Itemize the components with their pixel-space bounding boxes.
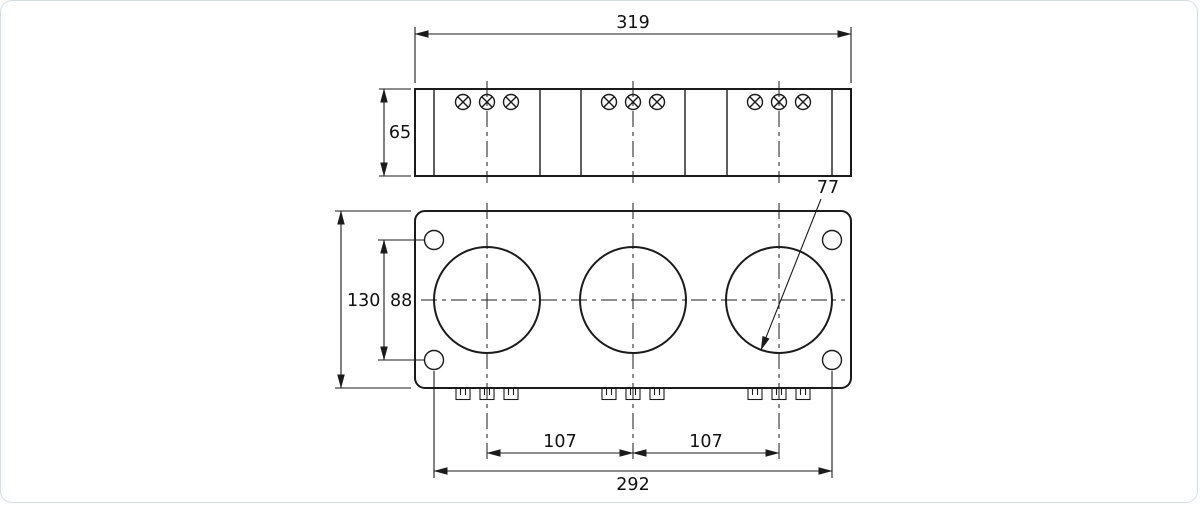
terminal-clip: [795, 387, 811, 401]
dim-hole-pitch-right-label: 107: [689, 432, 722, 452]
terminal-screw: [794, 93, 812, 111]
terminal-screw: [454, 93, 472, 111]
terminal-screw: [746, 93, 764, 111]
dimension-hole-diameter: 77: [760, 178, 839, 351]
terminal-clip: [625, 387, 641, 401]
side-view: [414, 81, 852, 183]
dim-plate-height-label: 130: [347, 291, 380, 311]
dimension-overall-width: 319: [414, 13, 852, 83]
dimension-mount-hole-row-spacing: 88: [378, 239, 425, 361]
dim-hole-pitch-left-label: 107: [543, 432, 576, 452]
dimension-side-height: 65: [379, 88, 411, 177]
front-view: [414, 203, 852, 459]
dim-mount-hole-span-label: 292: [616, 475, 649, 495]
mount-hole-bottom-left: [423, 349, 445, 371]
mount-hole-top-left: [423, 229, 445, 251]
dimension-hole-pitch: 107 107: [486, 432, 780, 457]
dim-mount-hole-row-spacing-label: 88: [390, 291, 412, 311]
mount-hole-top-right: [821, 229, 843, 251]
terminal-clip: [455, 387, 471, 401]
terminal-clip: [503, 387, 519, 401]
terminal-clip: [747, 387, 763, 401]
dimension-mount-hole-span: 292: [433, 371, 833, 495]
dim-overall-width-label: 319: [616, 13, 649, 33]
terminal-screw: [600, 93, 618, 111]
dimension-plate-height: 130: [335, 210, 411, 389]
terminal-clip: [479, 387, 495, 401]
terminal-screw: [648, 93, 666, 111]
mount-hole-bottom-right: [821, 349, 843, 371]
terminal-screw: [502, 93, 520, 111]
terminal-clip: [771, 387, 787, 401]
terminal-clip: [601, 387, 617, 401]
terminal-clip: [649, 387, 665, 401]
dim-side-height-label: 65: [389, 123, 411, 143]
dim-hole-diameter-label: 77: [817, 178, 839, 198]
